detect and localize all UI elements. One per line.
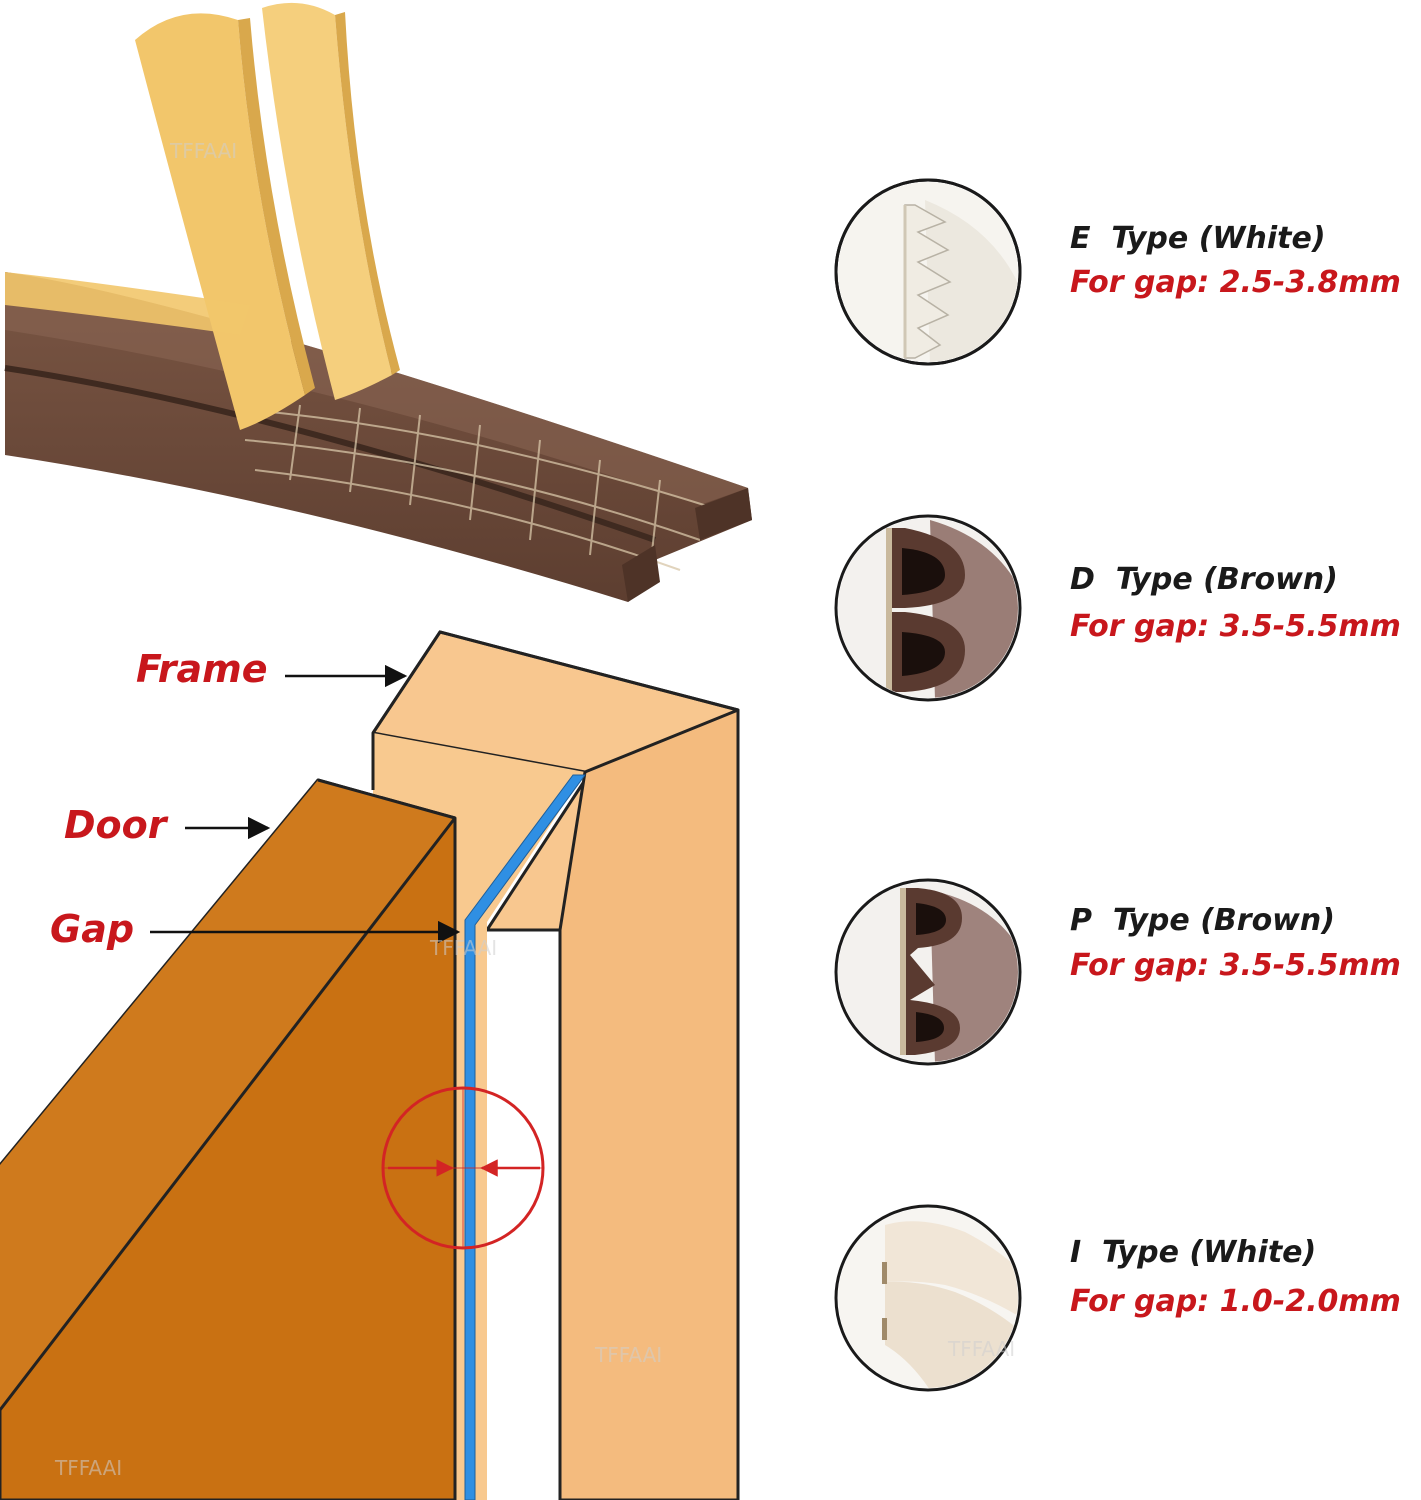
gap-range: For gap: 1.0-2.0mm xyxy=(1070,1284,1401,1319)
type-name: I Type (White) xyxy=(1070,1235,1316,1270)
door-frame-diagram: TFFAAI TFFAAI TFFAAI xyxy=(0,630,740,1500)
p-profile-icon xyxy=(834,878,1022,1066)
watermark-text: TFFAAI xyxy=(169,139,237,163)
watermark-text: TFFAAI xyxy=(947,1337,1015,1361)
e-profile-icon xyxy=(834,178,1022,366)
type-list: E Type (White) For gap: 2.5-3.8mm D Type… xyxy=(1070,221,1401,1319)
foam-strip-illustration: TFFAAI xyxy=(4,2,752,602)
type-name: E Type (White) xyxy=(1070,221,1326,256)
watermark-text: TFFAAI xyxy=(429,936,497,960)
watermark-text: TFFAAI xyxy=(54,1456,122,1480)
gap-range: For gap: 3.5-5.5mm xyxy=(1070,948,1401,983)
watermark-text: TFFAAI xyxy=(594,1343,662,1367)
gap-label: Gap xyxy=(50,907,134,951)
type-name: P Type (Brown) xyxy=(1070,903,1335,938)
gap-range: For gap: 3.5-5.5mm xyxy=(1070,609,1401,644)
i-profile-icon: TFFAAI xyxy=(834,1204,1022,1392)
door-label: Door xyxy=(64,803,169,847)
d-profile-icon xyxy=(834,514,1022,702)
type-name: D Type (Brown) xyxy=(1070,562,1338,597)
gap-range: For gap: 2.5-3.8mm xyxy=(1070,265,1401,300)
frame-label: Frame xyxy=(136,647,268,691)
